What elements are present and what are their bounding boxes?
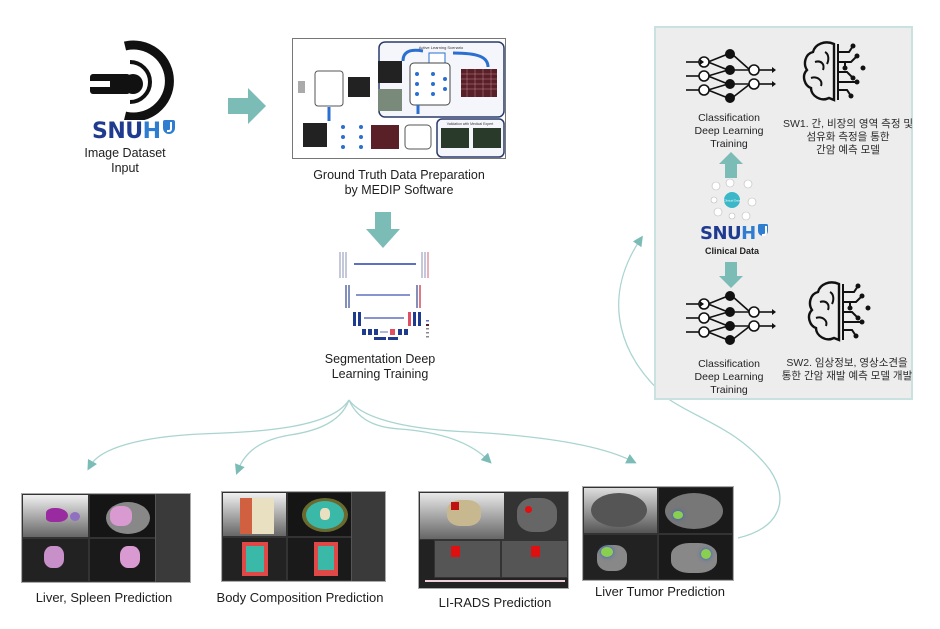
top-classifier-line1: Classification: [698, 112, 760, 124]
top-classifier-line2: Deep Learning: [694, 125, 764, 137]
connector-tumor-to-clinical: [618, 235, 781, 539]
sw2-description: SW2. 임상정보, 영상소견을 통한 간암 재발 예측 모델 개발: [776, 357, 918, 383]
connector-to-liver-tumor: [348, 399, 637, 464]
hub-label: Clinical Data: [724, 199, 741, 203]
liver-tumor-label: Liver Tumor Prediction: [594, 584, 726, 599]
sw2-line2: 통한 간암 재발 예측 모델 개발: [781, 370, 913, 382]
input-label-line2: Input: [111, 161, 139, 175]
arrow-down-icon: [366, 212, 400, 248]
clinical-data-hub-icon: Clinical Data: [710, 178, 757, 221]
bottom-classifier-line3: Training: [710, 384, 748, 396]
ground-truth-label-line1: Ground Truth Data Preparation: [313, 168, 485, 182]
arrow-right-icon: [228, 88, 266, 124]
sw2-line1: SW2. 임상정보, 영상소견을: [786, 357, 908, 369]
body-composition-prediction-image: [221, 491, 386, 582]
segmentation-label-line1: Segmentation Deep: [324, 352, 436, 366]
sw1-description: SW1. 간, 비장의 영역 측정 및 섬유화 측정을 통한 간암 예측 모델: [778, 118, 918, 157]
ground-truth-label: Ground Truth Data Preparation by MEDIP S…: [292, 168, 506, 198]
ground-truth-label-line2: by MEDIP Software: [344, 183, 454, 197]
sw1-line1: SW1. 간, 비장의 영역 측정 및: [782, 118, 914, 130]
brain-circuit-icon-top: [802, 41, 866, 102]
sw1-line2: 섬유화 측정을 통한: [806, 131, 890, 143]
unet-architecture-figure: [339, 252, 429, 340]
liver-spleen-label: Liver, Spleen Prediction: [35, 590, 173, 605]
clinical-data-label: Clinical Data: [704, 246, 760, 256]
connector-to-liver-spleen: [87, 399, 350, 471]
medip-workflow-figure: Active Learning Scenario Validation with…: [292, 38, 506, 159]
arrow-down-icon-2: [719, 262, 743, 288]
brain-circuit-icon-bottom: [807, 281, 871, 342]
segmentation-label-line2: Learning Training: [331, 367, 429, 381]
li-rads-prediction-image: [418, 491, 569, 589]
connector-to-li-rads: [348, 399, 492, 464]
li-rads-label: LI-RADS Prediction: [438, 595, 552, 610]
active-learning-title: Active Learning Scenario: [419, 45, 464, 50]
snuh-shield-icon: [162, 120, 175, 134]
input-label-line1: Image Dataset: [84, 146, 166, 160]
arrow-up-icon: [719, 152, 743, 178]
top-classifier-label: Classification Deep Learning Training: [674, 112, 784, 151]
sw1-line3: 간암 예측 모델: [816, 144, 880, 156]
liver-spleen-prediction-image: [21, 493, 191, 583]
connector-to-body-composition: [235, 399, 350, 475]
bottom-classifier-line1: Classification: [698, 358, 760, 370]
snuh-shield-icon-2: [757, 224, 768, 236]
input-label: Image Dataset Input: [70, 146, 180, 176]
bottom-classifier-line2: Deep Learning: [694, 371, 764, 383]
scanner-icon: [85, 40, 180, 122]
segmentation-label: Segmentation Deep Learning Training: [300, 352, 460, 382]
neural-network-icon-bottom: [686, 291, 776, 345]
body-composition-label: Body Composition Prediction: [216, 590, 384, 605]
neural-network-icon-top: [686, 49, 776, 103]
bottom-classifier-label: Classification Deep Learning Training: [674, 358, 784, 397]
snuh-clinical-logo: SNUH: [700, 224, 768, 244]
snuh-logo: SNUH: [92, 120, 175, 144]
liver-tumor-prediction-image: [582, 486, 734, 581]
clinical-data-panel: Classification Deep Learning Training SW…: [654, 26, 913, 400]
top-classifier-line3: Training: [710, 138, 748, 150]
validation-title: Validation with Medical Expert: [447, 122, 493, 126]
